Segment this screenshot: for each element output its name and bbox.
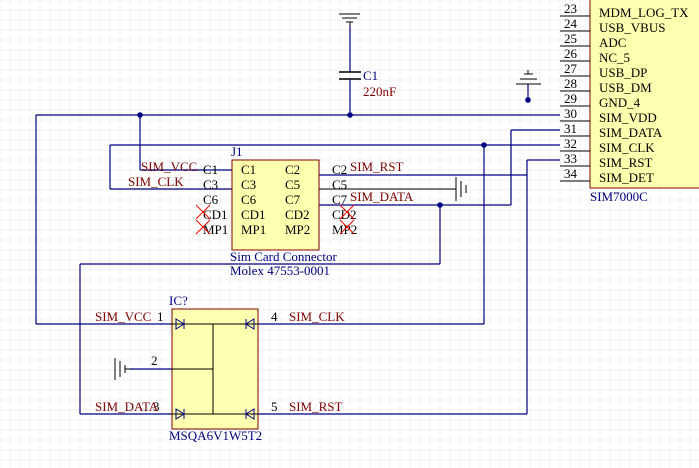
sim7000c-pin-number: 31 xyxy=(564,121,577,136)
net-label-sim-clk: SIM_CLK xyxy=(289,309,345,324)
ic-pin-number: 4 xyxy=(271,309,278,324)
c1-value: 220nF xyxy=(363,84,396,99)
j1-pin-name: C3 xyxy=(203,177,218,192)
ic-internal-wiring xyxy=(172,323,258,415)
j1-pin-name: C5 xyxy=(332,177,347,192)
j1-pin-label: MP1 xyxy=(241,222,266,237)
sim7000c-pin-number: 34 xyxy=(564,166,578,181)
j1-pin-label: C7 xyxy=(285,192,301,207)
sim7000c-pin-number: 24 xyxy=(564,16,578,31)
ic-designator: IC? xyxy=(169,293,188,308)
sim7000c-pin-number: 32 xyxy=(564,136,577,151)
net-label-sim-data: SIM_DATA xyxy=(350,189,414,204)
ic-pin-number: 3 xyxy=(153,399,160,414)
sim7000c-pin-number: 27 xyxy=(564,61,578,76)
sim7000c-pin-name: SIM_DET xyxy=(599,170,654,185)
j1-pin-name: C6 xyxy=(203,192,219,207)
sim7000c-pin-number: 23 xyxy=(564,1,577,16)
sim7000c-pin-number: 28 xyxy=(564,76,577,91)
j1-pin-label: CD1 xyxy=(241,207,266,222)
sim7000c-pin-name: USB_DP xyxy=(599,65,647,80)
c1-designator: C1 xyxy=(363,68,378,83)
sim7000c-pin-name: USB_DM xyxy=(599,80,652,95)
sim7000c-pin-name: NC_5 xyxy=(599,50,630,65)
sim7000c-pin-number: 25 xyxy=(564,31,577,46)
sim7000c-pin-name: USB_VBUS xyxy=(599,20,665,35)
j1-pin-label: CD2 xyxy=(285,207,310,222)
tvs-diode-icon xyxy=(175,318,255,420)
sim7000c-pin-name: MDM_LOG_TX xyxy=(599,5,689,20)
j1-part-number: Molex 47553-0001 xyxy=(230,263,330,278)
net-label-sim-vcc: SIM_VCC xyxy=(141,159,197,174)
esd-protection-ic[interactable]: IC? MSQA6V1W5T2 1 2 3 xyxy=(151,293,278,443)
ground-symbol xyxy=(114,358,130,380)
j1-pin-name: MP1 xyxy=(203,222,228,237)
j1-pin-name: CD1 xyxy=(203,207,228,222)
sim7000c-designator: SIM7000C xyxy=(590,189,648,204)
wires xyxy=(35,114,560,415)
net-label-sim-rst: SIM_RST xyxy=(289,399,343,414)
ground-symbol xyxy=(450,177,467,201)
sim7000c-pin-name: GND_4 xyxy=(599,95,641,110)
no-connect-markers xyxy=(195,204,355,235)
j1-pin-name: C7 xyxy=(332,192,348,207)
net-label-sim-vcc: SIM_VCC xyxy=(95,309,151,324)
j1-designator: J1 xyxy=(231,144,243,159)
j1-pin-label: C6 xyxy=(241,192,257,207)
j1-pin-label: C3 xyxy=(241,177,256,192)
j1-comment: Sim Card Connector xyxy=(230,249,338,264)
sim7000c-pin-name: ADC xyxy=(599,35,626,50)
net-label-sim-clk: SIM_CLK xyxy=(128,174,184,189)
ic-pin-number: 2 xyxy=(151,353,158,368)
j1-pin-label: C1 xyxy=(241,162,256,177)
sim7000c-pin-number: 33 xyxy=(564,151,577,166)
ground-symbol xyxy=(339,13,360,26)
j1-pin-name: C1 xyxy=(203,162,218,177)
ic-part-number: MSQA6V1W5T2 xyxy=(169,428,262,443)
j1-pin-label: MP2 xyxy=(285,222,310,237)
sim7000c-pin-name: SIM_VDD xyxy=(599,110,657,125)
ic-pin-number: 5 xyxy=(271,399,278,414)
net-label-sim-data: SIM_DATA xyxy=(95,399,159,414)
sim7000c-pin-number: 26 xyxy=(564,46,578,61)
sim7000c-pin-name: SIM_CLK xyxy=(599,140,655,155)
j1-pin-label: C2 xyxy=(285,162,300,177)
sim7000c-body xyxy=(589,0,699,189)
j1-pin-label: C5 xyxy=(285,177,300,192)
capacitor-c1[interactable]: C1 220nF xyxy=(339,13,396,115)
sim7000c-pin-number: 29 xyxy=(564,91,577,106)
net-label-sim-rst: SIM_RST xyxy=(350,159,404,174)
j1-body xyxy=(231,159,320,251)
j1-pin-name: C2 xyxy=(332,162,347,177)
junctions xyxy=(137,97,531,208)
sim7000c-pin-number: 30 xyxy=(564,106,577,121)
sim7000c-pin-name: SIM_RST xyxy=(599,155,653,170)
sim7000c-pin-name: SIM_DATA xyxy=(599,125,663,140)
ic-pin-number: 1 xyxy=(157,309,164,324)
